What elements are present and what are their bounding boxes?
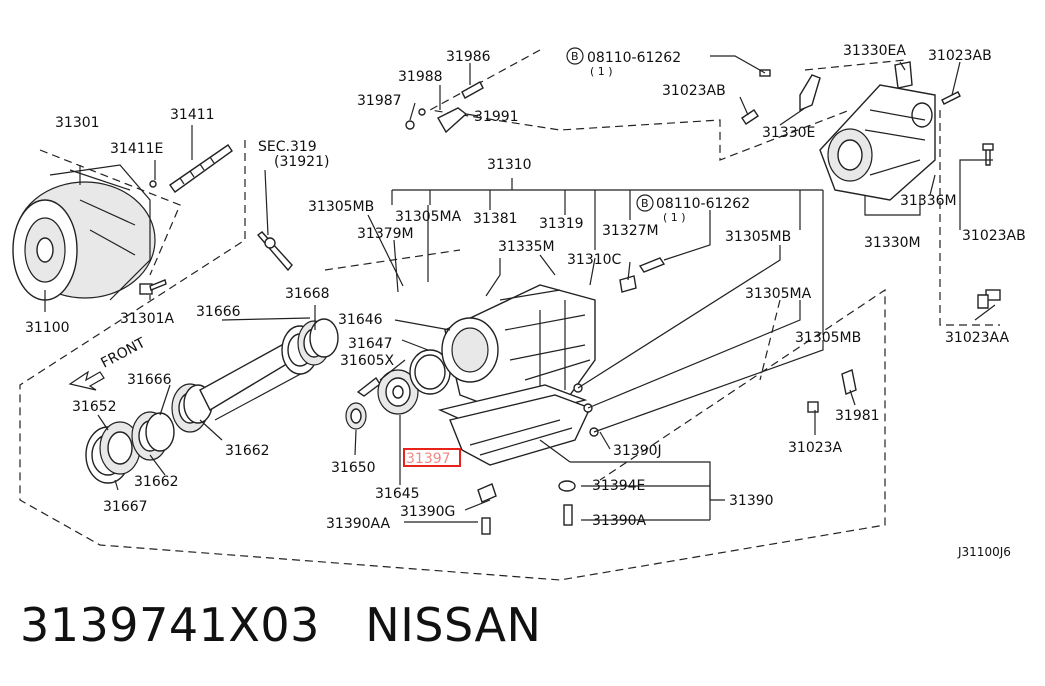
leader-lines [44, 55, 996, 523]
label-31330M: 31330M [864, 235, 921, 251]
label-31646: 31646 [338, 312, 383, 328]
torque-converter-part[interactable] [12, 164, 156, 301]
label-bolt-qty-top: ( 1 ) [590, 65, 613, 78]
oil-pan-part[interactable] [449, 394, 591, 466]
label-31335M: 31335M [498, 239, 555, 255]
pipe-31381-part[interactable] [485, 258, 501, 297]
label-31667: 31667 [103, 499, 148, 515]
label-31650: 31650 [331, 460, 376, 476]
label-31023AB-right: 31023AB [962, 228, 1026, 244]
label-bolt-note-top: 08110-61262 [587, 50, 681, 66]
label-31305MA-b: 31305MA [745, 286, 812, 302]
label-31987: 31987 [357, 93, 402, 109]
bracket-31330EA-part[interactable] [894, 61, 913, 89]
label-bolt-qty-mid: ( 1 ) [663, 211, 686, 224]
label-31666-a: 31666 [196, 304, 241, 320]
label-31319: 31319 [539, 216, 584, 232]
label-31662-b: 31662 [134, 474, 179, 490]
gasket-31647-part[interactable] [409, 349, 451, 395]
label-31100: 31100 [25, 320, 70, 336]
input-shaft-part[interactable] [169, 144, 233, 193]
label-31411: 31411 [170, 107, 215, 123]
label-31390: 31390 [729, 493, 774, 509]
caption-part-number: 3139741X03 [20, 598, 320, 652]
bolt-31301A-part[interactable] [139, 279, 167, 295]
bolt-31023AB-top-part[interactable] [941, 91, 961, 105]
label-31381: 31381 [473, 211, 518, 227]
label-31647: 31647 [348, 336, 393, 352]
label-31390J: 31390J [613, 443, 662, 459]
bolt-31023AA-part[interactable] [977, 289, 1001, 309]
pump-31645-part[interactable] [377, 369, 419, 415]
clutch-plates-upper-part[interactable] [281, 318, 339, 375]
clutch-pack-left-part[interactable] [85, 383, 213, 484]
seal-31650-part[interactable] [345, 402, 367, 430]
label-sec319: SEC.319 [258, 139, 317, 155]
label-31305MB-a: 31305MB [308, 199, 374, 215]
label-31305MB-b: 31305MB [725, 229, 791, 245]
label-31394E: 31394E [592, 478, 645, 494]
lever-sec319-part[interactable] [256, 231, 293, 272]
label-sec319-sub: (31921) [274, 154, 329, 170]
label-31330EA: 31330EA [843, 43, 906, 59]
label-31305MB-c: 31305MB [795, 330, 861, 346]
bolt-31023AB-mid-part[interactable] [741, 109, 759, 125]
label-31662-a: 31662 [225, 443, 270, 459]
part-caption: 3139741X03 NISSAN [20, 598, 541, 652]
label-31605X: 31605X [340, 353, 395, 369]
bracket-31330E-part[interactable] [759, 69, 821, 112]
label-31397: 31397 [406, 451, 451, 467]
bolt-marker-mid-label: B [641, 197, 649, 210]
label-31390A: 31390A [592, 513, 647, 529]
breather-31986-part[interactable] [461, 81, 484, 99]
label-31023AB-mid: 31023AB [662, 83, 726, 99]
label-31023AA: 31023AA [945, 330, 1010, 346]
bolts-31390-part[interactable] [477, 480, 576, 535]
bolt-marker-top [566, 47, 584, 65]
fitting-31310C-part[interactable] [619, 257, 666, 293]
label-31330E: 31330E [762, 125, 815, 141]
transmission-case-part[interactable] [441, 284, 596, 411]
label-31986: 31986 [446, 49, 491, 65]
label-31310C: 31310C [567, 252, 622, 268]
bolt-marker-top-label: B [571, 50, 579, 63]
label-31023A: 31023A [788, 440, 843, 456]
label-31023AB-top: 31023AB [928, 48, 992, 64]
label-31301A: 31301A [120, 311, 175, 327]
front-arrow-icon [68, 370, 105, 391]
bracket-31605X-part[interactable] [356, 376, 381, 397]
label-31411E: 31411E [110, 141, 163, 157]
label-31390AA: 31390AA [326, 516, 391, 532]
bolt-31023AB-right-part[interactable] [982, 143, 994, 166]
label-31390G: 31390G [400, 504, 455, 520]
label-31991: 31991 [474, 109, 519, 125]
label-31305MA-a: 31305MA [395, 209, 462, 225]
label-31645: 31645 [375, 486, 420, 502]
seal-ring-part[interactable] [149, 180, 157, 188]
diagram-code: J31100J6 [957, 545, 1011, 559]
hardware-31987-31988-part[interactable] [405, 108, 426, 130]
label-31310: 31310 [487, 157, 532, 173]
label-31301: 31301 [55, 115, 100, 131]
label-31336M: 31336M [900, 193, 957, 209]
label-31981: 31981 [835, 408, 880, 424]
label-bolt-note-mid: 08110-61262 [656, 196, 750, 212]
label-31652: 31652 [72, 399, 117, 415]
label-31668: 31668 [285, 286, 330, 302]
label-31327M: 31327M [602, 223, 659, 239]
label-31666-b: 31666 [127, 372, 172, 388]
highlight-box [403, 448, 461, 467]
rear-extension-part[interactable] [819, 84, 936, 201]
caption-brand: NISSAN [365, 598, 542, 652]
label-31988: 31988 [398, 69, 443, 85]
bolt-marker-mid [636, 194, 654, 212]
label-31379M: 31379M [357, 226, 414, 242]
bracket-31981-part[interactable] [807, 369, 857, 413]
front-label: FRONT [98, 335, 148, 372]
